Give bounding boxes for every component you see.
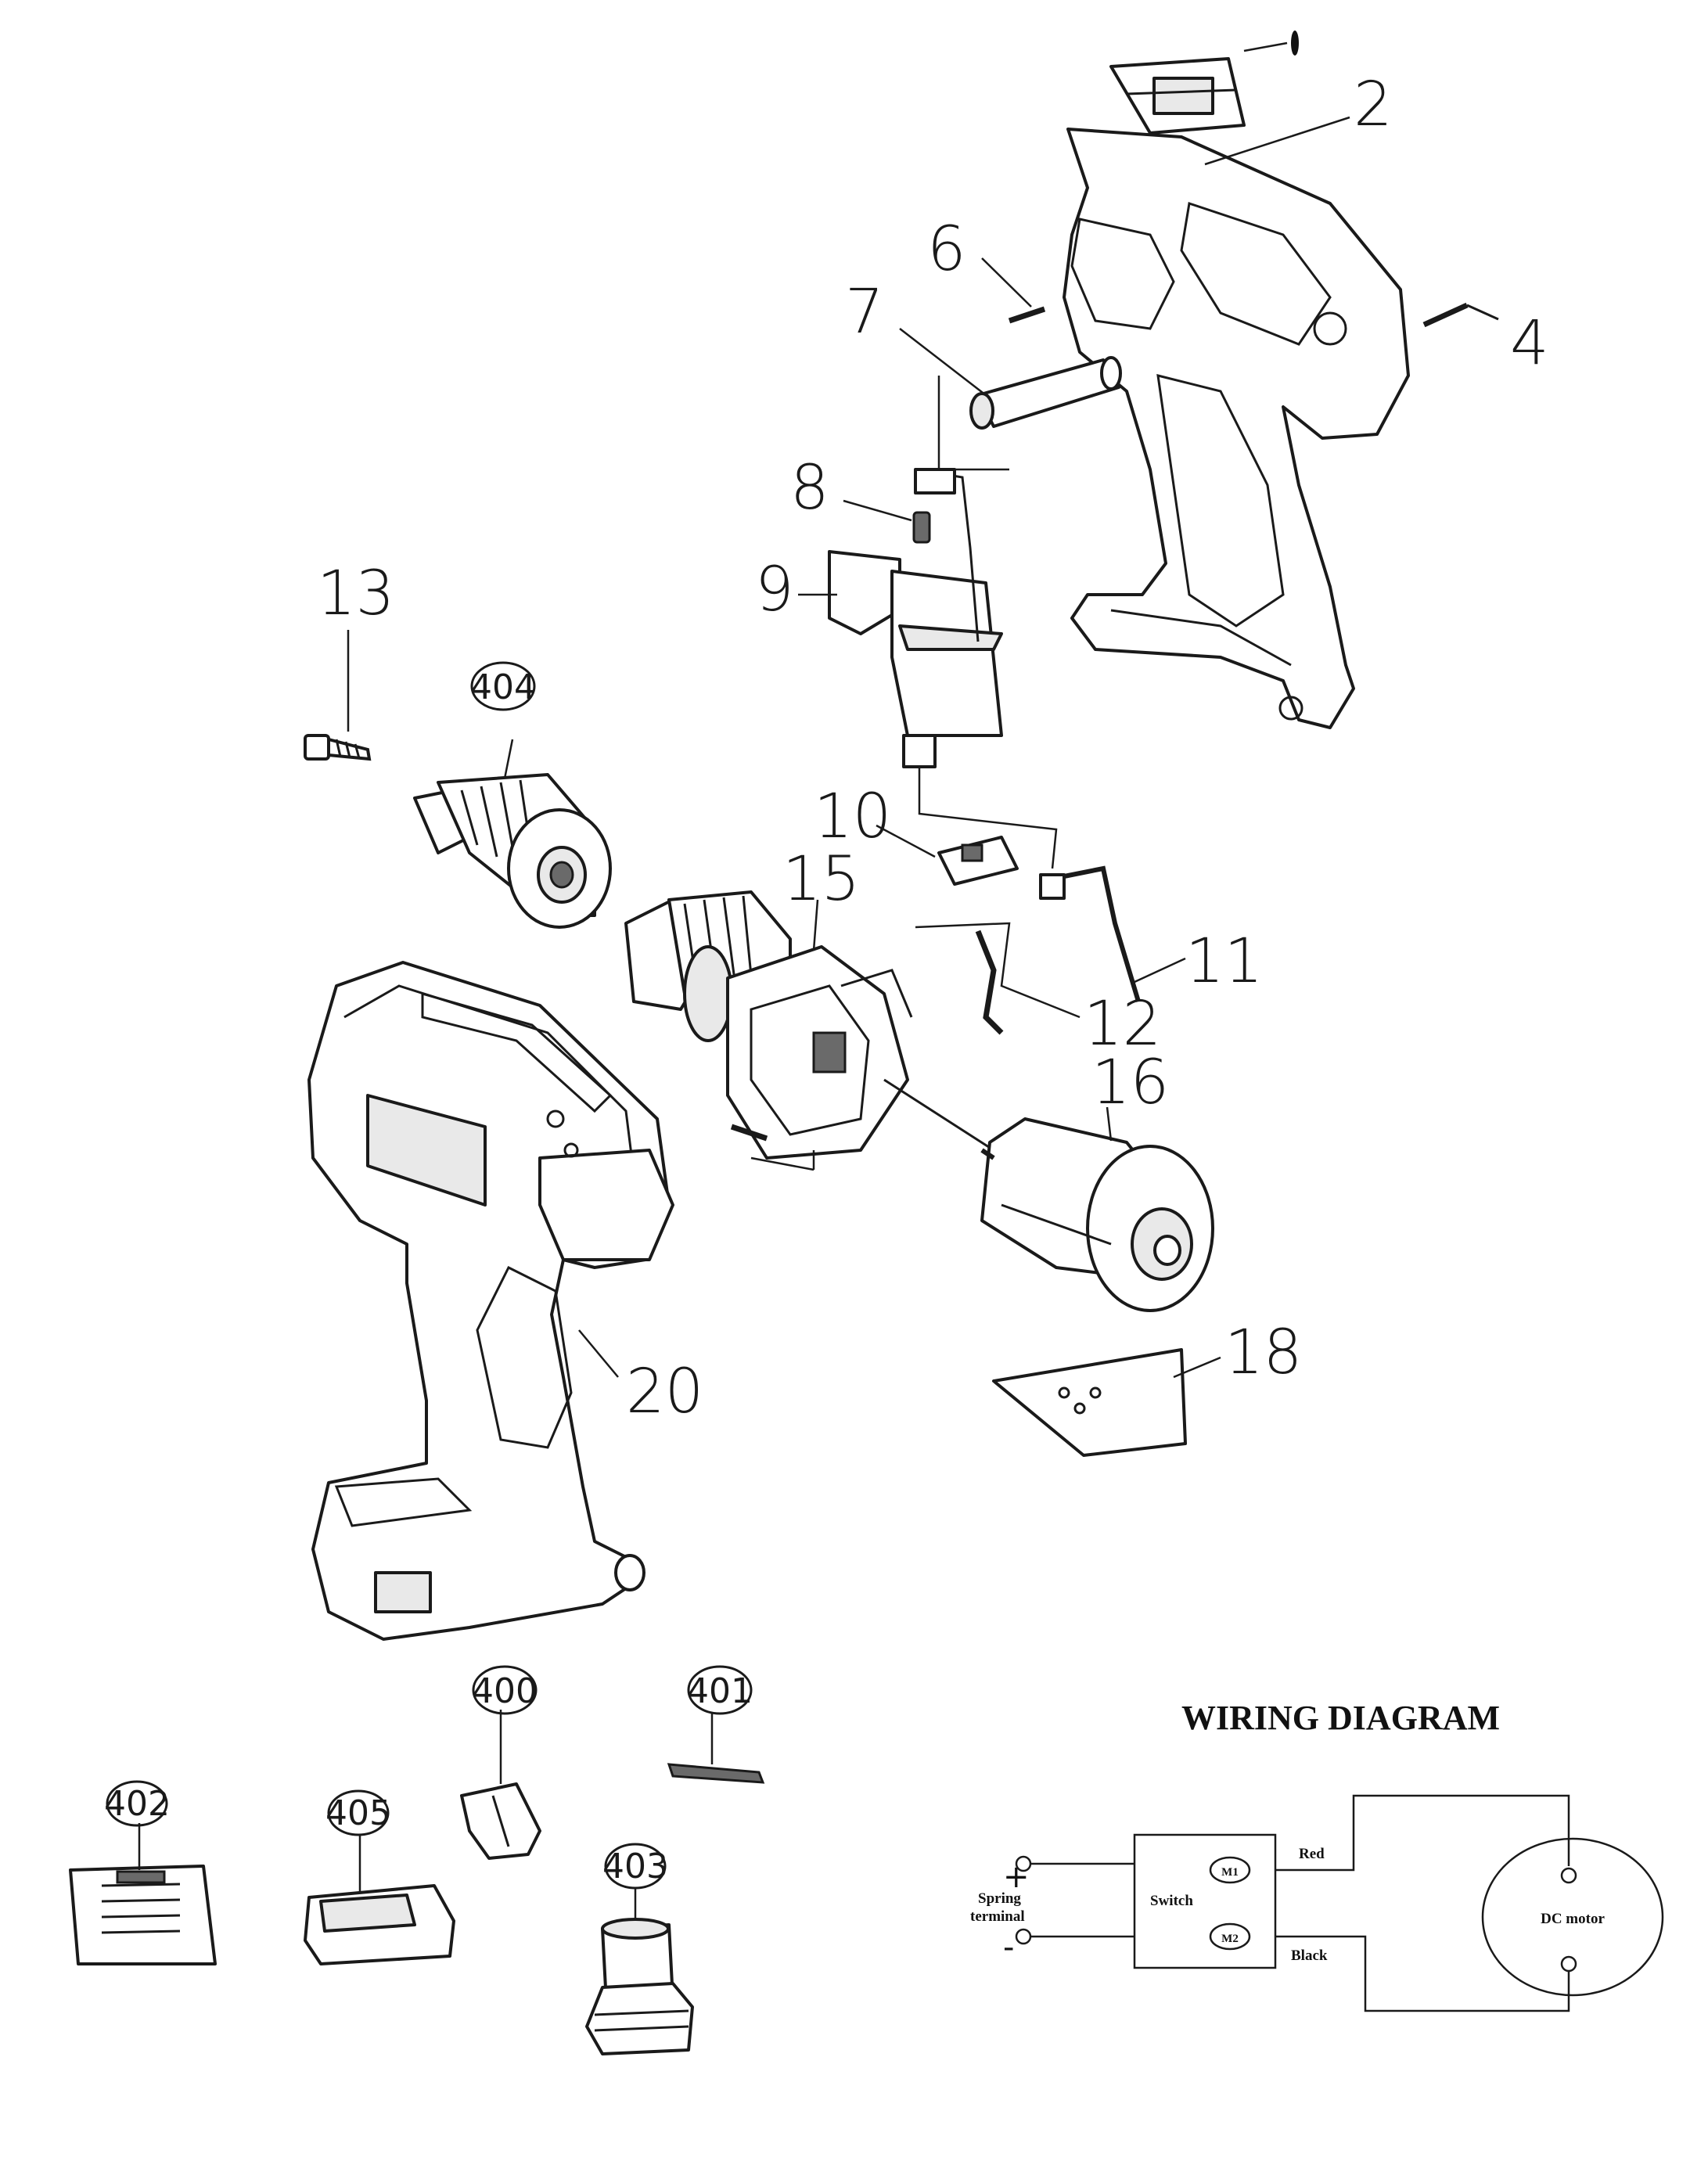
callout-405-oval (327, 1789, 390, 1836)
leader-2 (1204, 116, 1350, 166)
part-9-switch (798, 468, 1003, 768)
svg-text:M1: M1 (1221, 1866, 1239, 1879)
callout-15: 15 (782, 844, 860, 915)
spring-terminal-label-2: terminal (970, 1908, 1025, 1925)
callout-10: 10 (814, 782, 891, 852)
callout-1-mark (1291, 31, 1299, 56)
callout-12: 12 (1084, 989, 1161, 1059)
callout-18: 18 (1224, 1318, 1302, 1388)
switch-label: Switch (1150, 1893, 1193, 1909)
callout-4: 4 (1510, 308, 1549, 379)
part-403-battery (585, 1887, 694, 2055)
part-7-roller (899, 328, 1122, 471)
part-8-screw (843, 499, 931, 544)
part-1-label-plate (1109, 57, 1246, 135)
part-2-housing-half (1063, 128, 1410, 729)
wire-black-label: Black (1291, 1947, 1328, 1964)
part-401-bit (667, 1714, 765, 1784)
callout-400-oval (472, 1665, 538, 1715)
part-400-clip (460, 1710, 541, 1860)
dc-motor-symbol (1481, 1837, 1664, 1997)
callout-6: 6 (927, 214, 966, 285)
part-402-charger (69, 1823, 217, 1965)
callout-403: 403 (602, 1847, 668, 1886)
leader-1 (1243, 41, 1288, 52)
switch-terminal-m1 (1209, 1856, 1251, 1884)
wire-red-label: Red (1299, 1846, 1325, 1862)
callout-405: 405 (325, 1793, 391, 1833)
part-10-terminal-block (876, 767, 1058, 886)
wiring-diagram: WIRING DIAGRAM + - Spring terminal Switc… (970, 1699, 1664, 2012)
switch-terminal-m2 (1209, 1922, 1251, 1951)
callout-401-oval (687, 1665, 753, 1715)
part-15-screw (730, 1124, 815, 1171)
part-13-screw (304, 630, 372, 761)
wiring-diagram-title: WIRING DIAGRAM (1181, 1699, 1500, 1737)
callout-9: 9 (755, 555, 794, 625)
callout-404: 404 (470, 667, 536, 707)
callout-13: 13 (317, 559, 394, 629)
part-12-contact-strip (915, 922, 1081, 1035)
callout-404-oval (470, 661, 536, 711)
callout-402-oval (106, 1780, 168, 1827)
part-6-pin (981, 257, 1046, 324)
negative-terminal (1015, 1928, 1032, 1945)
part-4-screw (1422, 302, 1499, 328)
callout-16: 16 (1091, 1048, 1169, 1118)
callout-401: 401 (687, 1671, 753, 1711)
callout-20: 20 (626, 1357, 703, 1427)
callout-11: 11 (1185, 926, 1263, 997)
callout-403-oval (604, 1843, 667, 1890)
dc-motor-label: DC motor (1541, 1911, 1605, 1927)
callout-7: 7 (845, 277, 884, 347)
part-16-motor (980, 1106, 1214, 1312)
part-11-contact-spring (1039, 865, 1186, 1002)
part-15-gearbox (624, 890, 994, 1160)
part-18-plate (992, 1348, 1221, 1457)
svg-text:M2: M2 (1221, 1933, 1239, 1945)
callout-400: 400 (472, 1671, 538, 1711)
callout-8: 8 (790, 453, 829, 523)
callout-402: 402 (104, 1784, 170, 1824)
callout-2: 2 (1354, 70, 1393, 140)
part-405-charger-base (304, 1835, 455, 1965)
part-20-drill-body (307, 961, 674, 1641)
wiring-minus-sign: - (1003, 1929, 1014, 1965)
spring-terminal-label-1: Spring (978, 1890, 1021, 1907)
switch-box (1133, 1833, 1277, 1969)
part-404-chuck (413, 739, 612, 929)
